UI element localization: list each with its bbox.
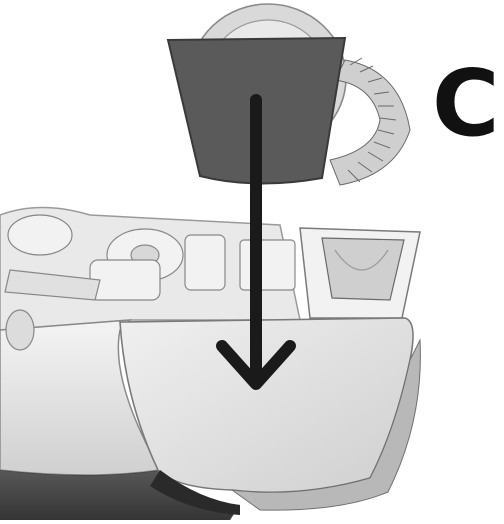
pleated-filter — [330, 58, 410, 185]
front-panel — [120, 318, 420, 515]
cartridge-receptacle — [300, 228, 420, 318]
filter-cartridge — [168, 4, 410, 185]
step-label: C — [432, 58, 500, 150]
